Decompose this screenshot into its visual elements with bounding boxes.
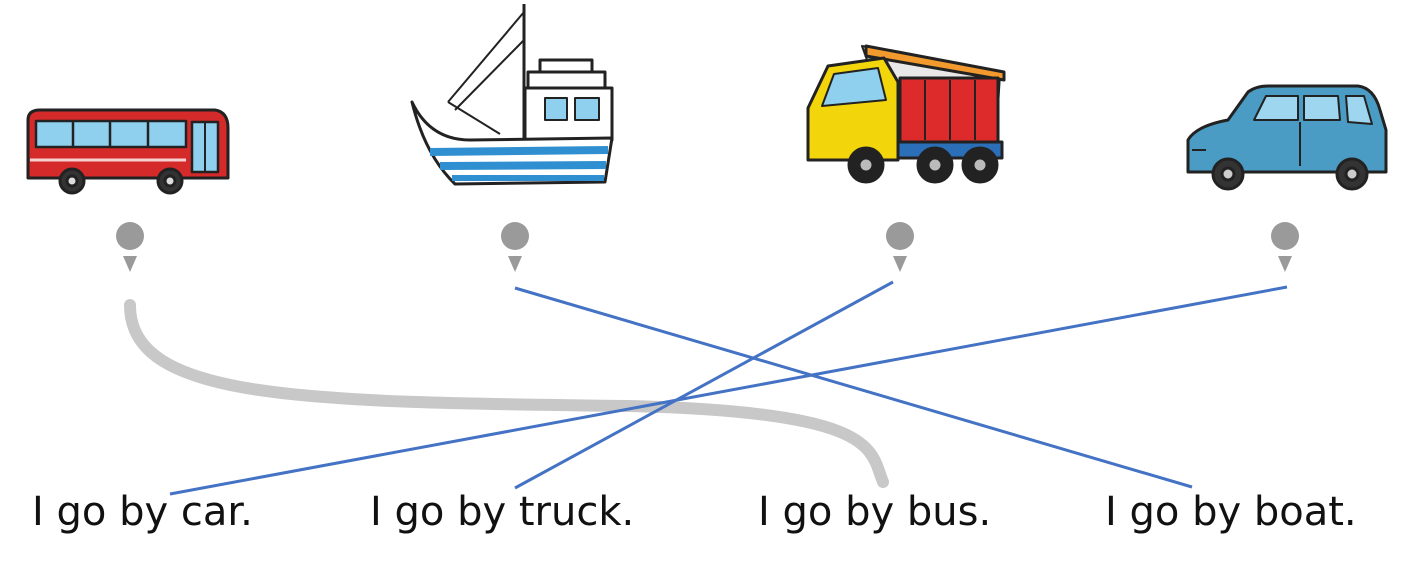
connector-dot-truck[interactable] <box>886 222 914 272</box>
sentence-bus: I go by bus. <box>758 489 992 535</box>
sentence-car: I go by car. <box>32 489 253 535</box>
answer-line-truck-to-truck-sentence[interactable] <box>514 280 894 490</box>
connector-dot-boat[interactable] <box>501 222 529 272</box>
car-icon <box>1186 84 1388 191</box>
connector-dot-car[interactable] <box>1271 222 1299 272</box>
connector-dot-bus[interactable] <box>116 222 144 272</box>
bus-icon <box>26 108 230 195</box>
boat-icon <box>410 4 614 186</box>
answer-line-boat-to-boat-sentence[interactable] <box>514 286 1193 489</box>
answer-line-car-to-car-sentence[interactable] <box>169 285 1288 496</box>
sentence-boat: I go by boat. <box>1105 489 1357 535</box>
truck-icon <box>806 44 1006 184</box>
example-match-line <box>124 299 889 488</box>
sentence-truck: I go by truck. <box>370 489 635 535</box>
